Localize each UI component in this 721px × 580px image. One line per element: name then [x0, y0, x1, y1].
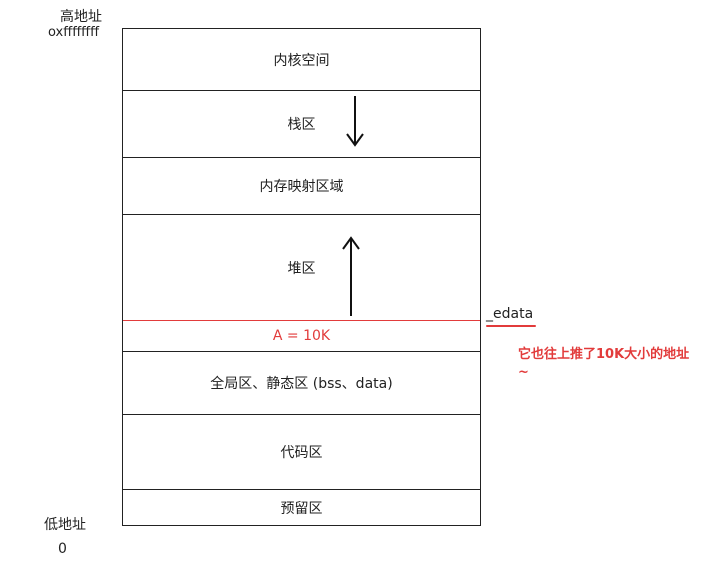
segment-code: 代码区	[123, 414, 480, 489]
segment-global: 全局区、静态区 (bss、data)	[123, 351, 480, 414]
segment-stack: 栈区	[123, 90, 480, 157]
segment-code-label: 代码区	[280, 445, 323, 461]
stack-down-arrow-icon	[346, 96, 364, 147]
heap-up-arrow-icon	[342, 236, 360, 316]
segment-reserved-label: 预留区	[280, 501, 323, 517]
segment-alloc-label: A = 10K	[272, 328, 331, 344]
edata-label: _edata	[486, 306, 534, 322]
memory-layout: 内核空间 栈区 内存映射区域 堆区 A = 10K 全局区、静态区 (bss、d…	[122, 28, 481, 526]
segment-mmap-label: 内存映射区域	[259, 179, 344, 195]
high-address-label: 高地址	[60, 9, 102, 25]
segment-reserved: 预留区	[123, 489, 480, 526]
low-address-value: 0	[58, 541, 67, 557]
segment-kernel: 内核空间	[123, 29, 480, 90]
low-address-label: 低地址	[44, 517, 86, 533]
segment-heap: 堆区	[123, 214, 480, 320]
high-address-value: oxffffffff	[48, 25, 100, 40]
segment-stack-label: 栈区	[287, 117, 316, 133]
segment-global-label: 全局区、静态区 (bss、data)	[210, 376, 393, 392]
segment-kernel-label: 内核空间	[273, 52, 330, 69]
edata-underline	[486, 325, 536, 327]
segment-heap-label: 堆区	[287, 260, 316, 277]
segment-mmap: 内存映射区域	[123, 157, 480, 214]
edata-note: 它也往上推了10K大小的地址~	[518, 347, 690, 380]
segment-alloc: A = 10K	[123, 320, 480, 351]
